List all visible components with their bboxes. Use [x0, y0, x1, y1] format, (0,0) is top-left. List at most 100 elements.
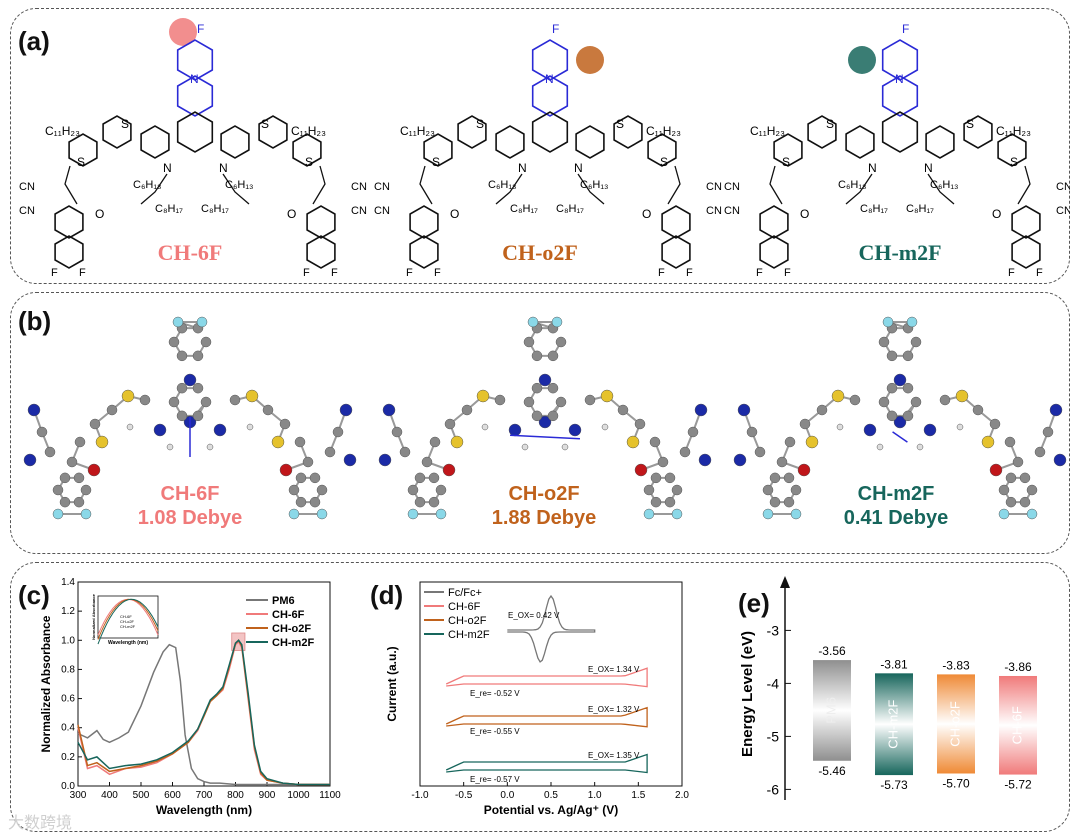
atom — [429, 436, 441, 448]
fluorine-atom: F — [756, 267, 763, 279]
cv-annotation: E_re= -0.55 V — [470, 727, 520, 736]
legend-label-ch-6f: CH-6F — [272, 609, 305, 621]
fluorine-atom: F — [434, 267, 441, 279]
x-tick-label: 1.0 — [588, 790, 602, 801]
y-axis-label: Current (a.u.) — [385, 646, 399, 721]
cyano-group: CN — [1056, 181, 1070, 193]
cv-loop — [445, 753, 648, 774]
atom — [878, 336, 890, 348]
atom — [746, 426, 758, 438]
atom — [494, 394, 506, 406]
atom — [733, 453, 747, 467]
atom — [762, 508, 774, 520]
atom — [790, 508, 802, 520]
x-tick-label: 1000 — [287, 790, 310, 801]
pyrrole-ring — [845, 125, 875, 159]
lumo-label: -3.56 — [818, 644, 846, 658]
sulfur-atom: S — [660, 155, 668, 169]
atom — [176, 410, 188, 422]
atom — [671, 508, 683, 520]
x-tick-label: 400 — [101, 790, 118, 801]
atom — [1026, 484, 1038, 496]
atom — [1042, 426, 1054, 438]
ball-stick-ch-m2f — [733, 316, 1067, 520]
atom — [783, 496, 795, 508]
atom — [73, 472, 85, 484]
atom — [172, 316, 184, 328]
vinyl-bridge — [64, 165, 78, 205]
x-tick-label: 600 — [164, 790, 181, 801]
atom — [80, 484, 92, 496]
panel-b-label: (b) — [18, 306, 52, 336]
benzene-ring — [759, 235, 789, 269]
atom — [893, 415, 907, 429]
atom — [981, 435, 995, 449]
atom — [878, 396, 890, 408]
homo-label: -5.73 — [880, 778, 908, 792]
atom — [650, 472, 662, 484]
atom — [634, 418, 646, 430]
legend-label: CH-o2F — [448, 615, 487, 627]
atom — [523, 396, 535, 408]
legend-label-ch-o2f: CH-o2F — [272, 623, 311, 635]
atom — [902, 410, 914, 422]
atom — [324, 446, 336, 458]
homo-label: -5.70 — [942, 777, 970, 791]
dipole-ch-6f-name: CH-6F — [160, 483, 220, 505]
dipole-ch-o2f-value: 1.88 Debye — [491, 507, 597, 529]
atom — [378, 453, 392, 467]
ball-stick-ch-o2f — [378, 316, 712, 520]
fluorine-atom: F — [406, 267, 413, 279]
inset-series-line — [97, 598, 159, 645]
cyano-group: CN — [19, 205, 35, 217]
atom — [972, 404, 984, 416]
atom — [343, 453, 357, 467]
sulfur-atom: S — [616, 117, 624, 131]
atom — [831, 389, 845, 403]
fluorine-atom: F — [1008, 267, 1015, 279]
atom — [910, 336, 922, 348]
pyrazine-ring — [531, 75, 569, 117]
fluorine-highlight-ball — [576, 46, 604, 74]
alkyl-label: C₁₁H₂₃ — [45, 124, 80, 138]
indanone-ring — [661, 205, 691, 239]
vinyl-bridge — [419, 165, 433, 205]
atom — [1005, 472, 1017, 484]
atom — [626, 435, 640, 449]
y-tick-label: -5 — [767, 728, 780, 744]
sulfur-atom: S — [77, 155, 85, 169]
indanone-ring — [1011, 205, 1041, 239]
bar-category-label: CH-m2F — [885, 700, 900, 749]
cyano-group: CN — [374, 181, 390, 193]
atom — [246, 423, 254, 431]
alkyl-label: C₆H₁₃ — [580, 179, 609, 191]
core-ring — [176, 111, 214, 153]
alkyl-label: C₁₁H₂₃ — [646, 124, 681, 138]
cyano-group: CN — [19, 181, 35, 193]
atom — [59, 472, 71, 484]
atom — [450, 435, 464, 449]
panel-cde — [10, 562, 1070, 832]
thiophene-ring — [258, 115, 288, 149]
atom — [316, 508, 328, 520]
alkyl-label: C₈H₁₇ — [860, 203, 888, 215]
lumo-label: -3.86 — [1004, 660, 1032, 674]
panel-e-label: (e) — [738, 588, 770, 618]
atom — [769, 496, 781, 508]
atom — [886, 410, 898, 422]
panel-a — [10, 8, 1070, 284]
atom — [762, 484, 774, 496]
thiophene-ring — [613, 115, 643, 149]
y-tick-label: 1.0 — [61, 635, 75, 646]
atom — [886, 350, 898, 362]
benzo-ring — [531, 39, 569, 81]
atom — [687, 426, 699, 438]
thiophene-ring — [773, 133, 803, 167]
nitrogen-atom: N — [190, 72, 199, 86]
atom — [836, 423, 844, 431]
atom — [568, 423, 582, 437]
atom — [849, 394, 861, 406]
atom — [769, 472, 781, 484]
bar-category-label: CH-o2F — [947, 701, 962, 747]
alkyl-label: C₆H₁₃ — [225, 179, 254, 191]
